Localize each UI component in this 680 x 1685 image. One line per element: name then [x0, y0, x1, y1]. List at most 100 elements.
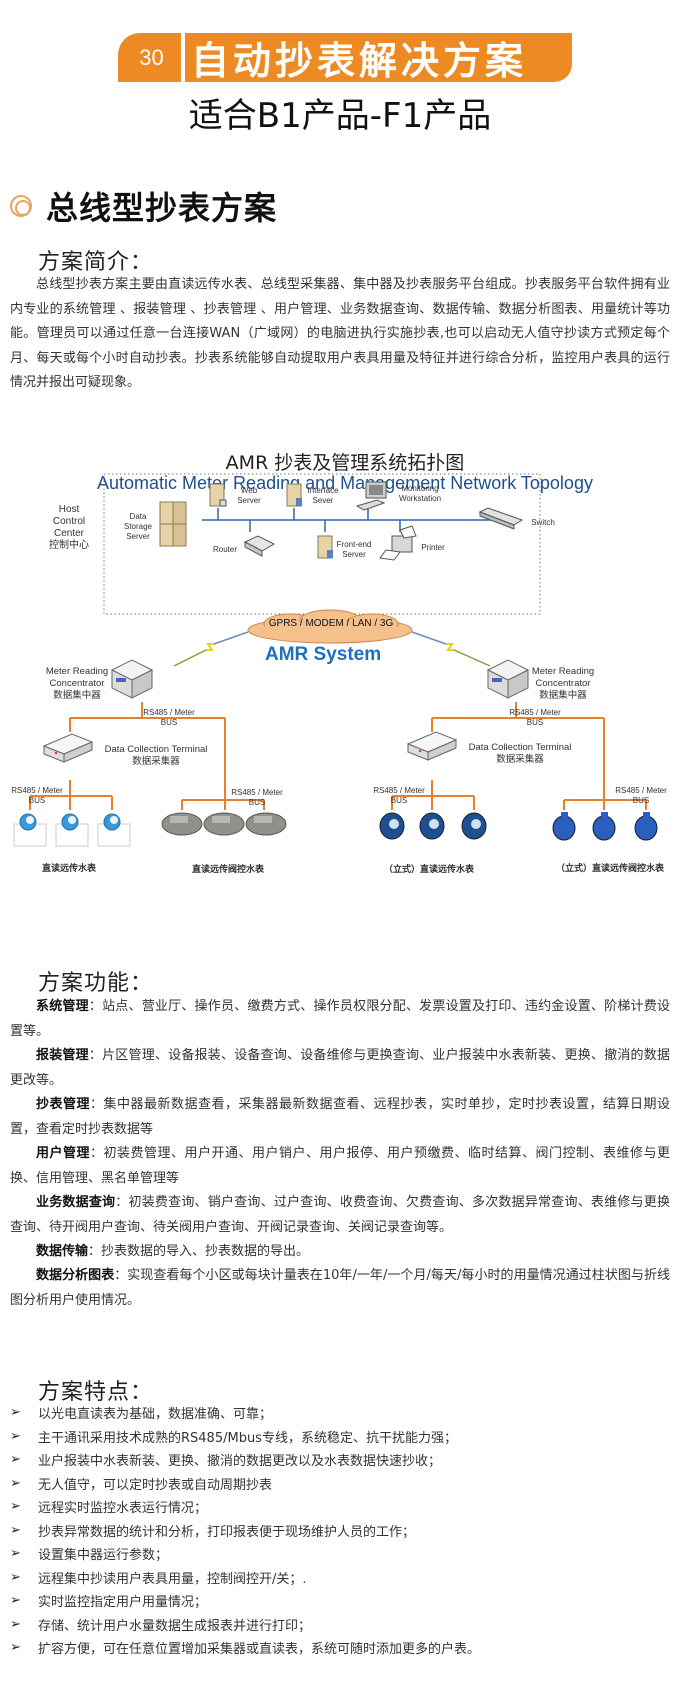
feature-text: 无人值守，可以定时抄表或自动周期抄表: [38, 1477, 273, 1493]
concentrator-label-left: Meter Reading Concentrator 数据集中器: [44, 666, 110, 702]
meter-icons-valve-control: [161, 812, 287, 836]
function-item: 报装管理：片区管理、设备报装、设备查询、设备维修与更换查询、业户报装中水表新装、…: [10, 1044, 670, 1093]
concentrator-line: Concentrator: [49, 678, 105, 689]
arrow-bullet-icon: ➢: [10, 1616, 21, 1632]
feature-text: 以光电直读表为基础，数据准确、可靠；: [38, 1407, 273, 1422]
feature-text: 业户报装中水表新装、更换、撤消的数据更改以及水表数据快速抄收；: [38, 1454, 442, 1469]
terminal-line: 数据采集器: [496, 754, 544, 765]
function-item: 数据传输：抄表数据的导入、抄表数据的导出。: [10, 1240, 670, 1265]
network-cloud-icon: [247, 609, 413, 644]
header-banner: 30 自动抄表解决方案: [118, 33, 572, 83]
meter-icons-direct-read: [13, 813, 131, 847]
feature-text: 远程集中抄读用户表具用量，控制阀控开/关；.: [38, 1571, 307, 1587]
function-label: 数据分析图表: [36, 1268, 115, 1283]
meter-icons-vertical-direct-read: [379, 812, 487, 840]
monitoring-label: Monitoring Workstation: [398, 484, 442, 503]
function-label: 抄表管理: [36, 1097, 90, 1112]
feature-item: ➢ 以光电直读表为基础，数据准确、可靠；: [10, 1403, 670, 1422]
function-label: 业务数据查询: [36, 1195, 116, 1210]
terminal-label-right: Data Collection Terminal 数据采集器: [460, 742, 580, 766]
feature-item: ➢ 无人值守，可以定时抄表或自动周期抄表: [10, 1474, 670, 1493]
arrow-bullet-icon: ➢: [10, 1428, 21, 1444]
topology-graphic: [13, 473, 658, 847]
function-text: ：初装费查询、销户查询、过户查询、收费查询、欠费查询、多次数据异常查询、表维修与…: [10, 1195, 670, 1235]
feature-item: ➢设置集中器运行参数；: [10, 1544, 670, 1563]
feature-item: ➢ 抄表异常数据的统计和分析，打印报表便于现场维护人员的工作；: [10, 1521, 670, 1540]
concentrator-icon-right: [486, 659, 530, 699]
feature-text: 远程实时监控水表运行情况；: [38, 1501, 208, 1516]
function-text: ：抄表数据的导入、抄表数据的导出。: [88, 1244, 310, 1259]
arrow-bullet-icon: ➢: [10, 1593, 21, 1608]
terminal-line: 数据采集器: [132, 756, 180, 767]
diagram-title-cn: AMR 抄表及管理系统拓扑图: [225, 452, 465, 474]
bus-label: RS485 / Meter BUS: [11, 786, 63, 805]
function-label: 数据传输: [36, 1244, 89, 1259]
data-storage-server-icon: [159, 501, 187, 547]
feature-text: 扩容方便，可在任意位置增加采集器或直读表，系统可随时添加更多的户表。: [38, 1642, 481, 1657]
arrow-bullet-icon: ➢: [10, 1405, 21, 1420]
feature-item: ➢ 远程实时监控水表运行情况；: [10, 1497, 670, 1516]
feature-item: ➢业户报装中水表新装、更换、撤消的数据更改以及水表数据快速抄收；: [10, 1450, 670, 1469]
bus-label: RS485 / Meter BUS: [143, 708, 195, 727]
banner-title: 自动抄表解决方案: [185, 33, 572, 83]
concentrator-line: Concentrator: [535, 678, 591, 689]
web-server-icon: [209, 483, 227, 507]
router-icon: [243, 535, 276, 557]
meter-icons-vertical-valve-control: [552, 812, 658, 841]
double-ring-icon: [10, 195, 32, 217]
function-label: 系统管理: [36, 999, 89, 1014]
switch-icon: [478, 507, 524, 530]
concentrator-icon-left: [110, 659, 154, 699]
feature-text: 存储、统计用户水量数据生成报表并进行打印；: [38, 1618, 312, 1634]
terminal-label-left: Data Collection Terminal 数据采集器: [96, 744, 216, 768]
feature-item: ➢扩容方便，可在任意位置增加采集器或直读表，系统可随时添加更多的户表。: [10, 1638, 670, 1657]
feature-item: ➢实时监控指定用户用量情况；: [10, 1591, 670, 1610]
arrow-bullet-icon: ➢: [10, 1499, 21, 1514]
concentrator-line: 数据集中器: [53, 690, 101, 701]
feature-text: 主干通讯采用技术成熟的RS485/Mbus专线，系统稳定、抗干扰能力强；: [38, 1430, 457, 1446]
concentrator-line: 数据集中器: [539, 690, 587, 701]
feature-text: 抄表异常数据的统计和分析，打印报表便于现场维护人员的工作；: [38, 1524, 416, 1540]
meter-caption: （立式）直读远传水表: [384, 865, 475, 875]
meter-caption: 直读远传水表: [42, 864, 97, 874]
bus-lines-left: [29, 702, 265, 810]
section-number-badge: 30: [118, 33, 181, 82]
intro-paragraph: 总线型抄表方案主要由直读远传水表、总线型采集器、集中器及抄表服务平台组成。抄表服…: [10, 277, 670, 390]
features-heading: 方案特点：: [38, 1380, 154, 1405]
terminal-line: Data Collection Terminal: [104, 744, 208, 755]
feature-item: ➢ 主干通讯采用技术成熟的RS485/Mbus专线，系统稳定、抗干扰能力强；: [10, 1427, 670, 1446]
function-text: ：集中器最新数据查看，采集器最新数据查看、远程抄表，实时单抄，定时抄表设置，结算…: [10, 1097, 670, 1137]
section-title: 总线型抄表方案: [46, 189, 278, 227]
terminal-line: Data Collection Terminal: [468, 742, 572, 753]
data-storage-label: Data Storage Server: [123, 512, 153, 541]
router-label: Router: [212, 545, 237, 554]
host-label-line: Center: [53, 528, 84, 539]
function-text: ：实现查看每个小区或每块计量表在10年/一年/一个月/每天/每小时的用量情况通过…: [10, 1268, 670, 1308]
monitoring-workstation-icon: [355, 481, 387, 511]
wireless-link-left: [173, 631, 249, 667]
functions-heading: 方案功能：: [38, 971, 154, 996]
switch-label: Switch: [531, 518, 555, 527]
function-item: 系统管理：站点、营业厅、操作员、缴费方式、操作员权限分配、发票设置及打印、违约金…: [10, 995, 670, 1044]
function-label: 用户管理: [36, 1146, 90, 1161]
host-label-line: 控制中心: [49, 540, 89, 551]
amr-system-label: AMR System: [265, 644, 382, 665]
concentrator-line: Meter Reading: [45, 666, 109, 677]
arrow-bullet-icon: ➢: [10, 1475, 21, 1491]
arrow-bullet-icon: ➢: [10, 1522, 21, 1538]
printer-icon: [379, 525, 417, 561]
interface-server-icon: [286, 483, 302, 507]
function-label: 报装管理: [36, 1048, 89, 1063]
meter-caption: 直读远传阀控水表: [192, 865, 265, 875]
page-subtitle: 适合B1产品-F1产品: [188, 96, 492, 136]
bus-label: RS485 / Meter BUS: [509, 708, 561, 727]
bus-label: RS485 / Meter BUS: [373, 786, 425, 805]
feature-item: ➢远程集中抄读用户表具用量，控制阀控开/关；.: [10, 1568, 670, 1587]
host-label-line: Control: [52, 516, 86, 527]
bus-label: RS485 / Meter BUS: [615, 786, 667, 805]
function-text: ：片区管理、设备报装、设备查询、设备维修与更换查询、业户报装中水表新装、更换、撤…: [10, 1048, 670, 1088]
feature-item: ➢ 存储、统计用户水量数据生成报表并进行打印；: [10, 1615, 670, 1634]
section-heading: 总线型抄表方案: [10, 183, 277, 229]
function-item: 抄表管理：集中器最新数据查看，采集器最新数据查看、远程抄表，实时单抄，定时抄表设…: [10, 1093, 670, 1142]
meter-caption: （立式）直读远传阀控水表: [556, 864, 665, 874]
